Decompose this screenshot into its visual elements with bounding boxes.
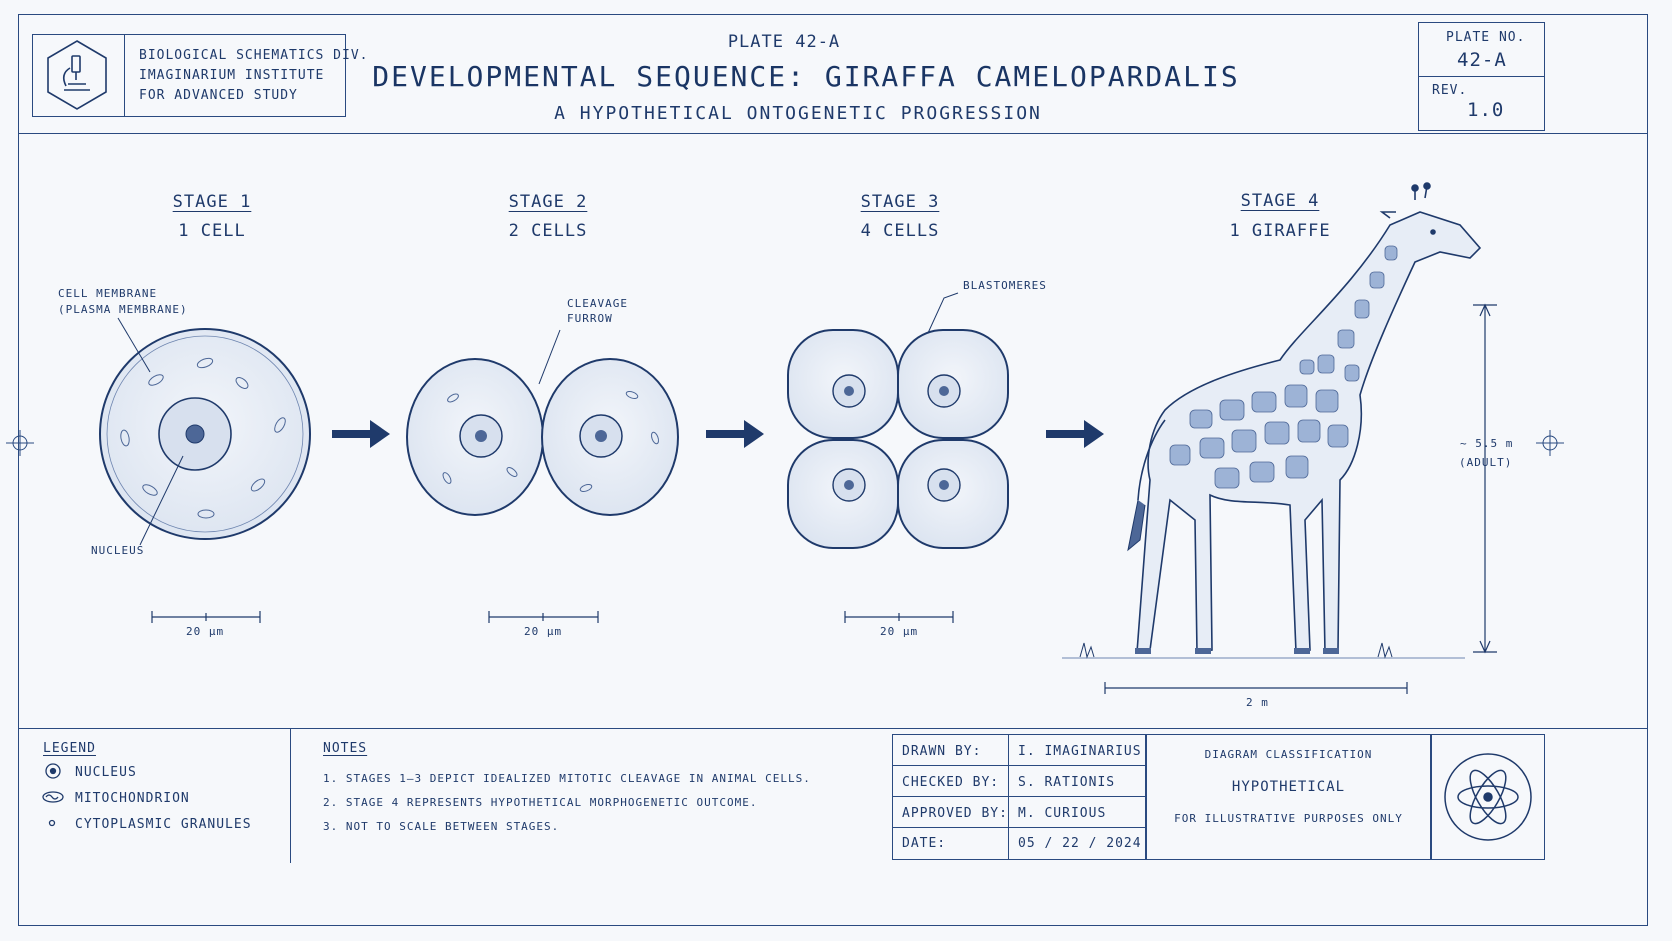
plasma-membrane-label: (PLASMA MEMBRANE) (58, 303, 188, 316)
plate-number-label: PLATE NO. (1446, 30, 1526, 45)
legend-title: LEGEND (43, 741, 96, 756)
giraffe-illustration (1062, 182, 1482, 659)
approved-by-label: APPROVED BY: (902, 806, 1008, 821)
page-subtitle: A HYPOTHETICAL ONTOGENETIC PROGRESSION (554, 103, 1042, 124)
signoff-row-divider-3 (892, 827, 1146, 828)
progression-arrows (332, 420, 1104, 448)
legend-divider (290, 728, 291, 863)
stage-3-count: 4 CELLS (860, 221, 940, 241)
plate-number-divider (1418, 76, 1545, 77)
adult-label: (ADULT) (1459, 456, 1513, 469)
drawn-by-value: I. IMAGINARIUS (1018, 744, 1142, 759)
date-label: DATE: (902, 836, 947, 851)
header-divider (18, 133, 1648, 134)
drawn-by-label: DRAWN BY: (902, 744, 982, 759)
stage-2-cells (406, 358, 679, 516)
page-title: DEVELOPMENTAL SEQUENCE: GIRAFFA CAMELOPA… (372, 60, 1240, 93)
legend-nucleus-label: NUCLEUS (75, 765, 137, 780)
cell-membrane-label: CELL MEMBRANE (58, 287, 158, 300)
checked-by-label: CHECKED BY: (902, 775, 1000, 790)
classification-heading: DIAGRAM CLASSIFICATION (1204, 748, 1373, 761)
stage-4-count: 1 GIRAFFE (1229, 221, 1331, 241)
stage-2-count: 2 CELLS (508, 221, 588, 241)
signoff-row-divider-1 (892, 765, 1146, 766)
revision-label: REV. (1432, 83, 1468, 98)
approved-by-value: M. CURIOUS (1018, 806, 1107, 821)
stage-3-scale-label: 20 µm (880, 625, 919, 638)
nucleus-label: NUCLEUS (91, 544, 145, 557)
furrow-label: FURROW (567, 312, 613, 325)
stage-2-title: STAGE 2 (508, 192, 588, 212)
cleavage-label: CLEAVAGE (567, 297, 628, 310)
stage-2-scale-label: 20 µm (524, 625, 563, 638)
institution-line-1: BIOLOGICAL SCHEMATICS DIV. (139, 48, 369, 63)
legend-mitochondrion-label: MITOCHONDRION (75, 791, 190, 806)
stage-1-count: 1 CELL (178, 221, 246, 241)
plate-frame (18, 14, 1648, 926)
classification-value: HYPOTHETICAL (1231, 779, 1346, 795)
scale-bars (151, 303, 1497, 694)
notes-title: NOTES (323, 741, 368, 756)
note-3: 3. NOT TO SCALE BETWEEN STAGES. (323, 820, 560, 833)
date-value: 05 / 22 / 2024 (1018, 836, 1142, 851)
nucleus-icon (45, 763, 61, 779)
note-1: 1. STAGES 1–3 DEPICT IDEALIZED MITOTIC C… (323, 772, 811, 785)
legend-granules-label: CYTOPLASMIC GRANULES (75, 817, 252, 832)
height-label: ~ 5.5 m (1460, 437, 1514, 450)
institution-box (32, 34, 346, 117)
stage-4-title: STAGE 4 (1240, 191, 1320, 211)
granule-icon (48, 819, 56, 827)
stage-1-scale-label: 20 µm (186, 625, 225, 638)
signoff-table (892, 734, 1146, 860)
note-2: 2. STAGE 4 REPRESENTS HYPOTHETICAL MORPH… (323, 796, 758, 809)
institution-divider (124, 34, 125, 117)
stage-1-title: STAGE 1 (172, 192, 252, 212)
signoff-row-divider-2 (892, 796, 1146, 797)
institution-line-2: IMAGINARIUM INSTITUTE (139, 68, 325, 83)
stage-3-cells (787, 329, 1009, 549)
plate-label: PLATE 42-A (727, 32, 841, 52)
blastomeres-label: BLASTOMERES (963, 279, 1047, 292)
revision-value: 1.0 (1467, 99, 1505, 121)
classification-box (1146, 734, 1431, 860)
plate-number-value: 42-A (1457, 49, 1507, 71)
atom-box (1431, 734, 1545, 860)
institution-line-3: FOR ADVANCED STUDY (139, 88, 298, 103)
checked-by-value: S. RATIONIS (1018, 775, 1116, 790)
stage-1-cell (99, 328, 311, 540)
mitochondrion-icon (42, 791, 64, 803)
stage-3-title: STAGE 3 (860, 192, 940, 212)
classification-note: FOR ILLUSTRATIVE PURPOSES ONLY (1174, 812, 1403, 825)
footer-divider (18, 728, 1648, 729)
signoff-col-divider (1008, 734, 1009, 860)
stage-4-scale-label: 2 m (1246, 696, 1269, 709)
